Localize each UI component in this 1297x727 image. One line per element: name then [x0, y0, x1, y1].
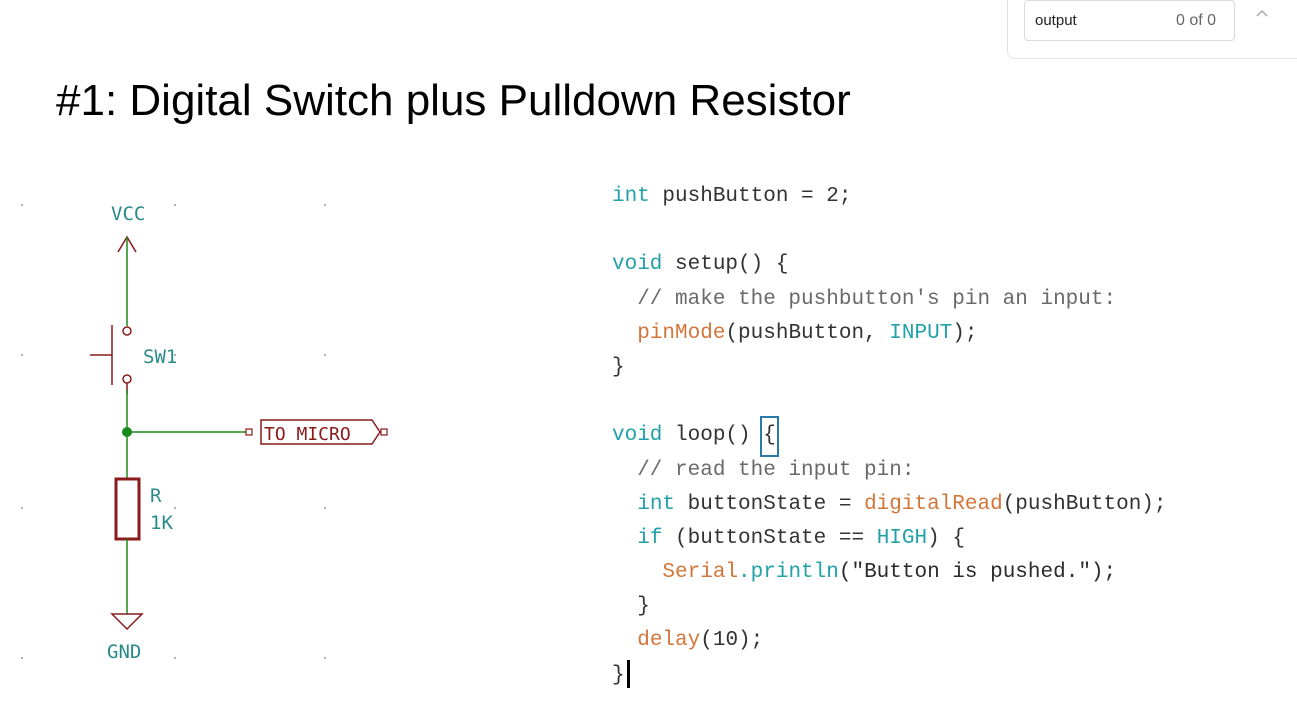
code-line-3: void setup() { — [612, 248, 1167, 282]
code-line-6: } — [612, 355, 625, 379]
gnd-label: GND — [107, 641, 141, 663]
code-comment-1: // make the pushbutton's pin an input: — [612, 287, 1117, 311]
code-line-11-a: (buttonState == — [662, 526, 877, 550]
code-line-14-args: (10); — [700, 629, 764, 653]
code-line-blank-2 — [612, 385, 1167, 419]
schematic-grid — [21, 204, 326, 659]
fn-digitalread: digitalRead — [864, 492, 1003, 516]
fn-delay: delay — [637, 629, 701, 653]
kw-high: HIGH — [876, 526, 928, 550]
fn-serial: Serial — [662, 561, 739, 585]
code-listing: int pushButton = 2; void setup() { // ma… — [612, 180, 1167, 693]
code-line-12: Serial.println("Button is pushed."); — [612, 556, 1167, 590]
output-label-pin — [380, 428, 388, 436]
switch-label: SW1 — [143, 346, 177, 368]
text-cursor — [626, 660, 630, 689]
code-line-blank — [612, 214, 1167, 248]
code-line-1: int pushButton = 2; — [612, 185, 852, 208]
fn-println: .println — [738, 561, 839, 585]
chevron-up-icon[interactable] — [1253, 5, 1271, 23]
code-line-3-text: setup() { — [662, 253, 789, 277]
circuit-schematic: VCC SW1 TO_MICRO R 1K GND — [21, 203, 388, 663]
resistor-value: 1K — [150, 512, 173, 534]
code-line-10-b: (pushButton); — [1002, 492, 1167, 516]
find-bar: output 0 of 0 — [1007, 0, 1297, 59]
page-title: #1: Digital Switch plus Pulldown Resisto… — [56, 76, 851, 125]
switch-terminal-top — [122, 326, 132, 336]
output-label: TO_MICRO — [264, 424, 351, 445]
code-line-5: pinMode(pushButton, INPUT); — [612, 317, 1167, 351]
vcc-label: VCC — [111, 203, 145, 225]
kw-input: INPUT — [889, 321, 953, 345]
matched-brace: { — [760, 416, 779, 457]
code-comment-2: // read the input pin: — [612, 458, 915, 482]
code-line-5-end: ); — [952, 321, 978, 345]
code-line-1-text: pushButton = 2; — [649, 185, 852, 208]
code-line-11: if (buttonState == HIGH) { — [612, 522, 1167, 556]
find-query: output — [1035, 12, 1077, 29]
code-line-10-a: buttonState = — [675, 492, 865, 516]
code-line-15: } — [612, 659, 1167, 693]
code-line-10: int buttonState = digitalRead(pushButton… — [612, 488, 1167, 522]
code-line-8: void loop() { — [612, 416, 1167, 457]
kw-void-2: void — [612, 424, 663, 448]
kw-void: void — [612, 253, 663, 277]
code-line-14: delay(10); — [612, 624, 1167, 658]
output-pin — [245, 428, 253, 436]
resistor-label: R — [150, 485, 162, 507]
code-line-8-text: loop() — [662, 424, 764, 448]
kw-int: int — [637, 492, 676, 516]
resistor-body — [114, 477, 141, 541]
output-label-box — [260, 419, 381, 445]
code-line-12-args: ("Button is pushed."); — [838, 561, 1117, 585]
kw-if: if — [637, 526, 663, 550]
fn-pinmode: pinMode — [637, 321, 726, 345]
ground-symbol-icon — [110, 613, 144, 631]
code-line-13: } — [612, 595, 650, 619]
code-line-11-b: ) { — [927, 526, 965, 550]
code-line-5-args: (pushButton, — [725, 321, 890, 345]
find-match-count: 0 of 0 — [1175, 12, 1216, 29]
code-line-15-text: } — [612, 663, 625, 687]
switch-terminal-bottom — [122, 374, 132, 384]
find-input[interactable]: output 0 of 0 — [1024, 0, 1235, 41]
